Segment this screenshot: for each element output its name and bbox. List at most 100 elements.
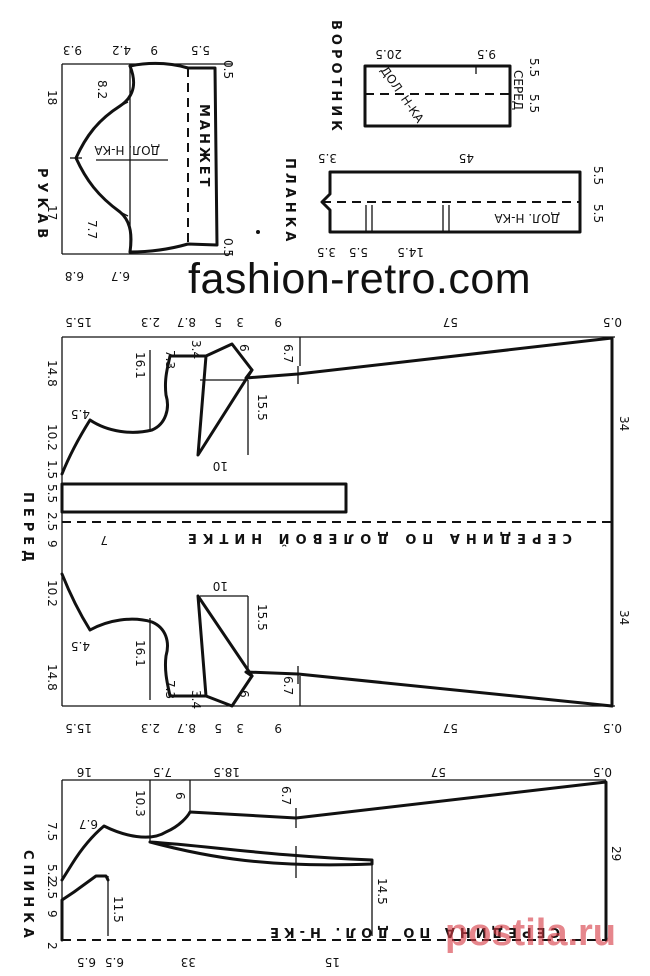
front-dim: 7.3: [163, 680, 177, 699]
back-dim: 11.5: [111, 896, 125, 923]
back-dim: 33: [181, 955, 196, 969]
sleeve-cuff-label: МАНЖЕТ: [196, 104, 211, 190]
sleeve-dim: 9: [150, 43, 158, 57]
sleeve-dim: 17: [45, 205, 59, 220]
back-dim: 14.5: [375, 878, 389, 905]
collar-pattern: ВОРОТНИК 20.5 9.5 5.5 5.5 ДОЛ. Н-КА СЕРЕ…: [328, 20, 541, 135]
front-dim: 57: [443, 315, 458, 329]
front-dim: 14.8: [45, 664, 59, 691]
front-dim: 7: [100, 533, 108, 547]
front-dim: 7.3: [163, 350, 177, 369]
collar-dim: 20.5: [375, 47, 402, 61]
back-dim: 6.7: [79, 817, 98, 831]
placket-dim: 14.5: [397, 245, 424, 259]
placket-grain-text: ДОЛ. Н-КА: [494, 211, 560, 225]
back-dim: 0.5: [593, 765, 612, 779]
back-dim: 16: [77, 765, 92, 779]
placket-title: ПЛАНКА: [282, 158, 297, 245]
back-dim: 6.5: [105, 955, 124, 969]
front-dim: 34: [617, 610, 631, 625]
front-dim: 5.5: [45, 484, 59, 503]
back-dim: 5.2: [45, 864, 59, 883]
placket-dim: 5.5: [349, 245, 368, 259]
front-dim: 2.3: [141, 721, 160, 735]
front-dim: 15.5: [255, 604, 269, 631]
placket-dim: 45: [459, 151, 474, 165]
front-dim: 16.1: [133, 640, 147, 667]
back-dim: 6: [173, 792, 187, 800]
front-dim: 4.5: [71, 639, 90, 653]
collar-dim: 5.5: [527, 94, 541, 113]
sleeve-grain-text: ДОЛ. Н-КА: [94, 143, 160, 157]
back-dim: 10.3: [133, 790, 147, 817]
sleeve-dim: 18: [45, 90, 59, 105]
front-dim: 6: [237, 344, 251, 352]
sleeve-dim: 0.5: [221, 60, 235, 79]
back-dim: 18.5: [213, 765, 240, 779]
front-dim: 10.2: [45, 424, 59, 451]
front-dim: 4.5: [71, 407, 90, 421]
placket-pattern: ПЛАНКА 3.5 45 5.5 5.5 3.5 5.5 14.5 ДОЛ. …: [282, 151, 605, 259]
collar-mid-text: СЕРЕД: [511, 70, 525, 110]
front-dim: 9: [274, 315, 282, 329]
back-dim: 6.5: [77, 955, 96, 969]
front-dim: 3: [236, 721, 244, 735]
front-dim: 10: [213, 459, 228, 473]
front-dim: 3.4: [189, 690, 203, 709]
front-dim: 6: [237, 690, 251, 698]
front-pattern: ПЕРЕД 15.5 2.3 8.7 5 3 9 57 0.5 15.5 2.3: [20, 315, 631, 735]
front-dim: 15.5: [65, 721, 92, 735]
back-dim: 2: [45, 942, 59, 950]
sleeve-dim: 6.7: [111, 269, 130, 283]
back-dim: 6.7: [279, 786, 293, 805]
front-dim: 9: [274, 721, 282, 735]
front-dim: 57: [443, 721, 458, 735]
collar-dim: 5.5: [527, 58, 541, 77]
sleeve-dim: 4.2: [112, 43, 131, 57]
back-dim: 29: [609, 846, 623, 861]
sleeve-dim: 7.7: [85, 220, 99, 239]
front-dim: 15.5: [65, 315, 92, 329]
front-dim: 15.5: [255, 394, 269, 421]
collar-title: ВОРОТНИК: [328, 20, 343, 135]
sleeve-pattern: РУКАВ 9.3 4.2 9 5.5 0.5 0.5 18 17 6.8 6.…: [34, 43, 235, 283]
front-dim: 3.4: [189, 340, 203, 359]
front-dim: 16.1: [133, 352, 147, 379]
placket-dim: 5.5: [591, 166, 605, 185]
back-title: СПИНКА: [20, 850, 35, 943]
site-watermark: fashion-retro.com: [188, 255, 532, 303]
collar-dim: 9.5: [477, 47, 496, 61]
front-dim: 0.5: [603, 315, 622, 329]
front-dim: 8.7: [177, 315, 196, 329]
sleeve-dim: 6.8: [65, 269, 84, 283]
front-dim: 8.7: [177, 721, 196, 735]
back-pattern: СПИНКА 16 7.5 18.5 57 0.5 7.5 5.2 2.5 9 …: [20, 765, 623, 969]
front-dim: 2.3: [141, 315, 160, 329]
front-title: ПЕРЕД: [20, 492, 35, 567]
front-dim: 6.7: [281, 344, 295, 363]
front-dim: 6.7: [281, 676, 295, 695]
back-dim: 2.5: [45, 880, 59, 899]
front-dim: 3: [236, 315, 244, 329]
back-dim: 57: [431, 765, 446, 779]
front-dim: 9: [45, 540, 59, 548]
front-dim: 10: [213, 579, 228, 593]
sleeve-dim: 9.3: [63, 43, 82, 57]
back-center-text: СЕРЕДИНА ПО ДОЛ. Н-КЕ: [265, 924, 560, 939]
front-dim: 5: [214, 315, 222, 329]
sleeve-title: РУКАВ: [34, 168, 49, 243]
placket-dim: 5.5: [591, 204, 605, 223]
front-dim: 34: [617, 416, 631, 431]
sleeve-dim: 5.5: [191, 43, 210, 57]
sleeve-dim: 0.5: [221, 238, 235, 257]
front-dim: 14.8: [45, 360, 59, 387]
postila-watermark: postila.ru: [445, 912, 617, 954]
front-dim: 10.2: [45, 580, 59, 607]
placket-dim: 3.5: [317, 245, 336, 259]
back-dim: 7.5: [45, 822, 59, 841]
front-dim: 2.5: [45, 512, 59, 531]
front-dim: 1.5: [45, 460, 59, 479]
back-dim: 7.5: [153, 765, 172, 779]
back-dim: 15: [325, 955, 340, 969]
